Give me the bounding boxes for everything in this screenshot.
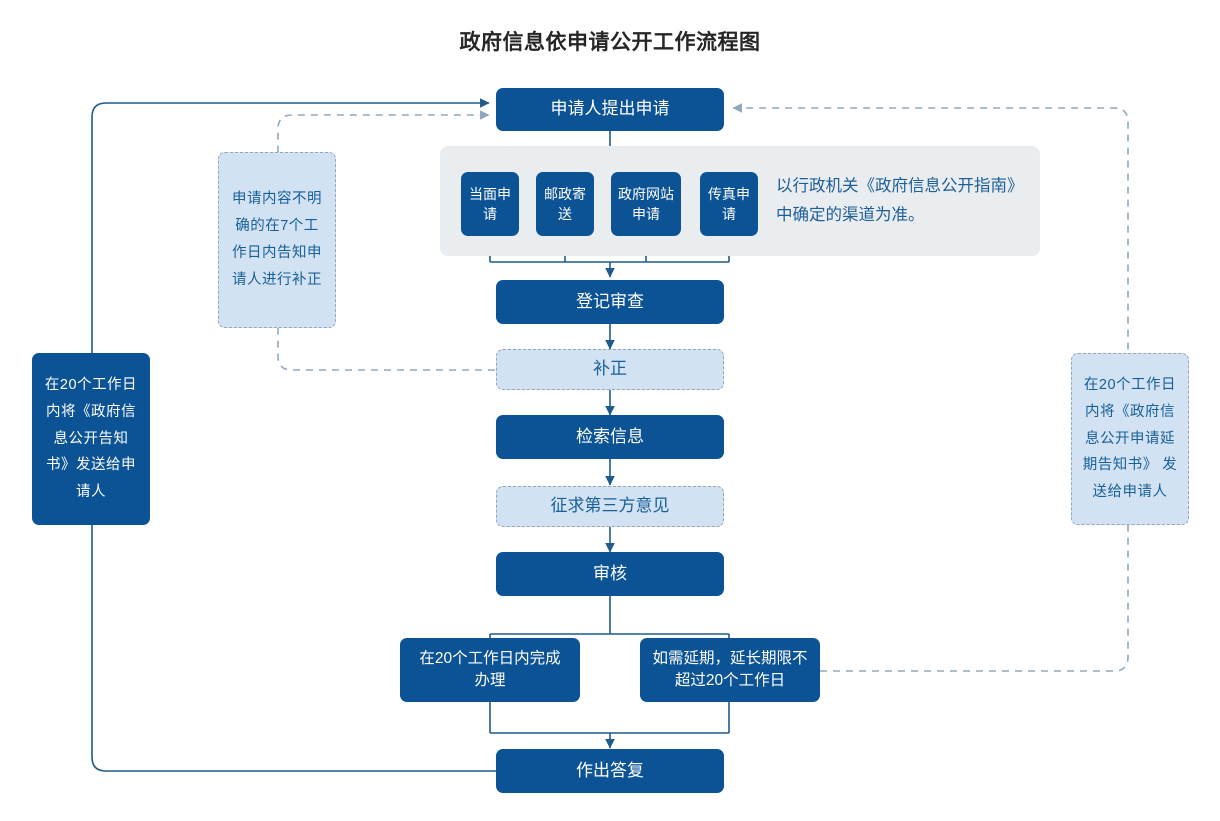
page-title: 政府信息依申请公开工作流程图: [459, 31, 761, 54]
node-register-review[interactable]: 登记审查: [496, 280, 724, 324]
node-finish-within-20-days[interactable]: 在20个工作日内完成办理: [400, 638, 580, 702]
channel-panel-note: 以行政机关《政府信息公开指南》中确定的渠道为准。: [776, 177, 1024, 224]
node-retrieve-info[interactable]: 检索信息: [496, 415, 724, 459]
node-third-party-opinion[interactable]: 征求第三方意见: [496, 486, 724, 527]
node-extension[interactable]: 如需延期，延长期限不超过20个工作日: [640, 638, 820, 702]
node-start[interactable]: 申请人提出申请: [496, 88, 724, 131]
node-audit[interactable]: 审核: [496, 552, 724, 596]
node-channel-fax[interactable]: 传真申请: [700, 172, 758, 236]
node-channel-postal[interactable]: 邮政寄送: [536, 172, 594, 236]
annotation-disclosure-notice[interactable]: 在20个工作日内将《政府信息公开告知书》发送给申请人: [32, 353, 150, 525]
node-channel-in-person[interactable]: 当面申请: [461, 172, 519, 236]
node-channel-website[interactable]: 政府网站申请: [611, 172, 681, 236]
node-reply[interactable]: 作出答复: [496, 749, 724, 793]
annotation-supplement-notice[interactable]: 申请内容不明确的在7个工作日内告知申请人进行补正: [218, 152, 336, 328]
node-supplement[interactable]: 补正: [496, 349, 724, 390]
annotation-extension-notice[interactable]: 在20个工作日内将《政府信息公开申请延期告知书》 发送给申请人: [1071, 353, 1189, 525]
